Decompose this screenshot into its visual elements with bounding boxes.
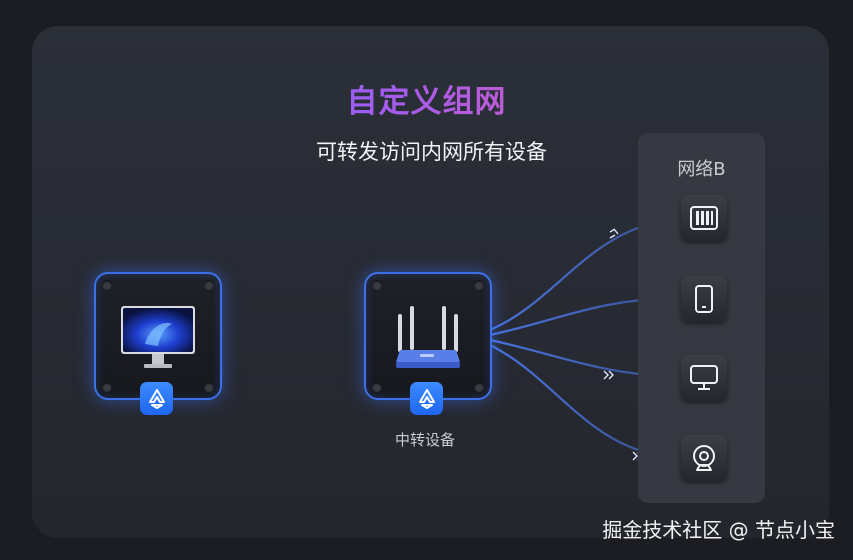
screw <box>102 280 112 290</box>
screw <box>474 280 484 290</box>
screw <box>204 280 214 290</box>
relay-device-label: 中转设备 <box>395 431 456 449</box>
screw <box>102 382 112 392</box>
rainbow-link-lines <box>220 317 365 359</box>
screw <box>372 280 382 290</box>
app-logo-icon <box>410 382 443 415</box>
screw <box>372 382 382 392</box>
webcam-icon <box>681 435 727 481</box>
monitor-icon <box>681 355 727 401</box>
network-b-title: 网络B <box>677 159 726 180</box>
wifi-router-icon <box>396 306 460 368</box>
nas-server-icon <box>681 195 727 241</box>
screw <box>204 382 214 392</box>
watermark-text: 掘金技术社区 @ 节点小宝 <box>602 518 835 542</box>
screw <box>474 382 484 392</box>
app-logo-icon <box>140 382 173 415</box>
relay-device-box <box>364 272 492 400</box>
client-computer-box <box>94 272 222 400</box>
diagram-title: 自定义组网 <box>0 76 853 121</box>
diagram-subtitle: 可转发访问内网所有设备 <box>316 140 547 164</box>
smartphone-icon <box>681 276 727 322</box>
desktop-monitor-icon <box>121 306 195 368</box>
